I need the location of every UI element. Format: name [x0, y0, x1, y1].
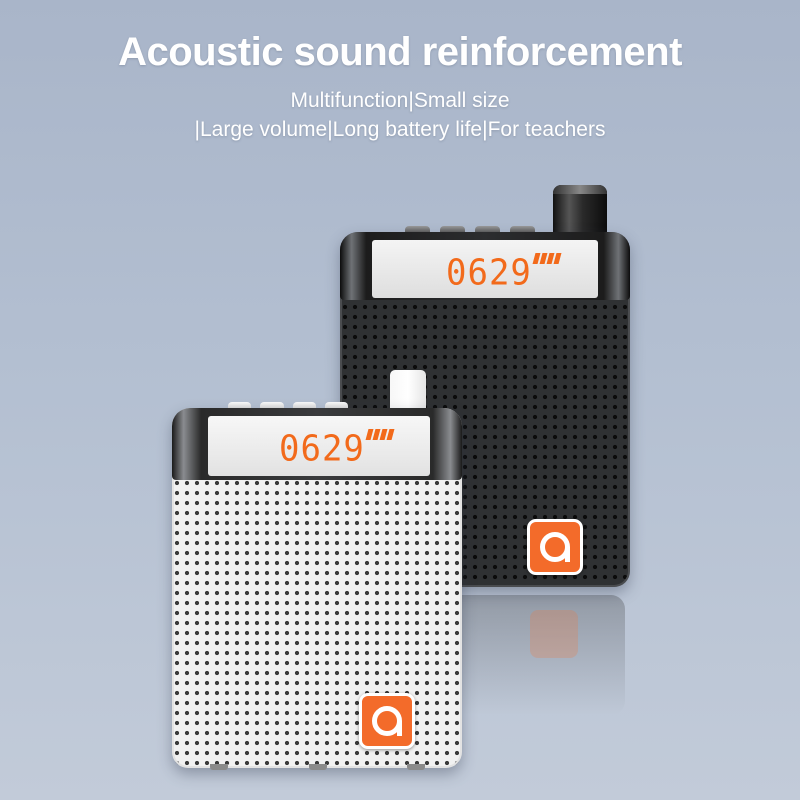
- logo-reflection: [530, 610, 578, 658]
- top-button: [260, 402, 284, 412]
- white-speaker-lcd: [208, 416, 430, 476]
- dark-speaker-lcd: [372, 240, 598, 298]
- top-button: [324, 402, 348, 412]
- feature-subline-2: |Large volume|Long battery life|For teac…: [194, 118, 606, 141]
- battery-icon: [532, 253, 562, 264]
- top-button: [405, 226, 430, 236]
- white-speaker-top-buttons: [228, 402, 348, 412]
- letter-a-logo-icon: [359, 693, 415, 749]
- dark-lcd-time: 0629: [446, 252, 532, 294]
- letter-a-logo-icon: [527, 519, 583, 575]
- feature-subline-1: Multifunction|Small size: [290, 89, 510, 112]
- dark-speaker-top-buttons: [405, 226, 535, 236]
- top-button: [475, 226, 500, 236]
- headline: Acoustic sound reinforcement: [118, 30, 682, 74]
- top-button: [292, 402, 316, 412]
- battery-icon: [365, 429, 395, 440]
- top-button: [440, 226, 465, 236]
- top-button: [510, 226, 535, 236]
- white-speaker-feet: [210, 764, 425, 772]
- top-button: [228, 402, 252, 412]
- white-lcd-time: 0629: [279, 428, 365, 470]
